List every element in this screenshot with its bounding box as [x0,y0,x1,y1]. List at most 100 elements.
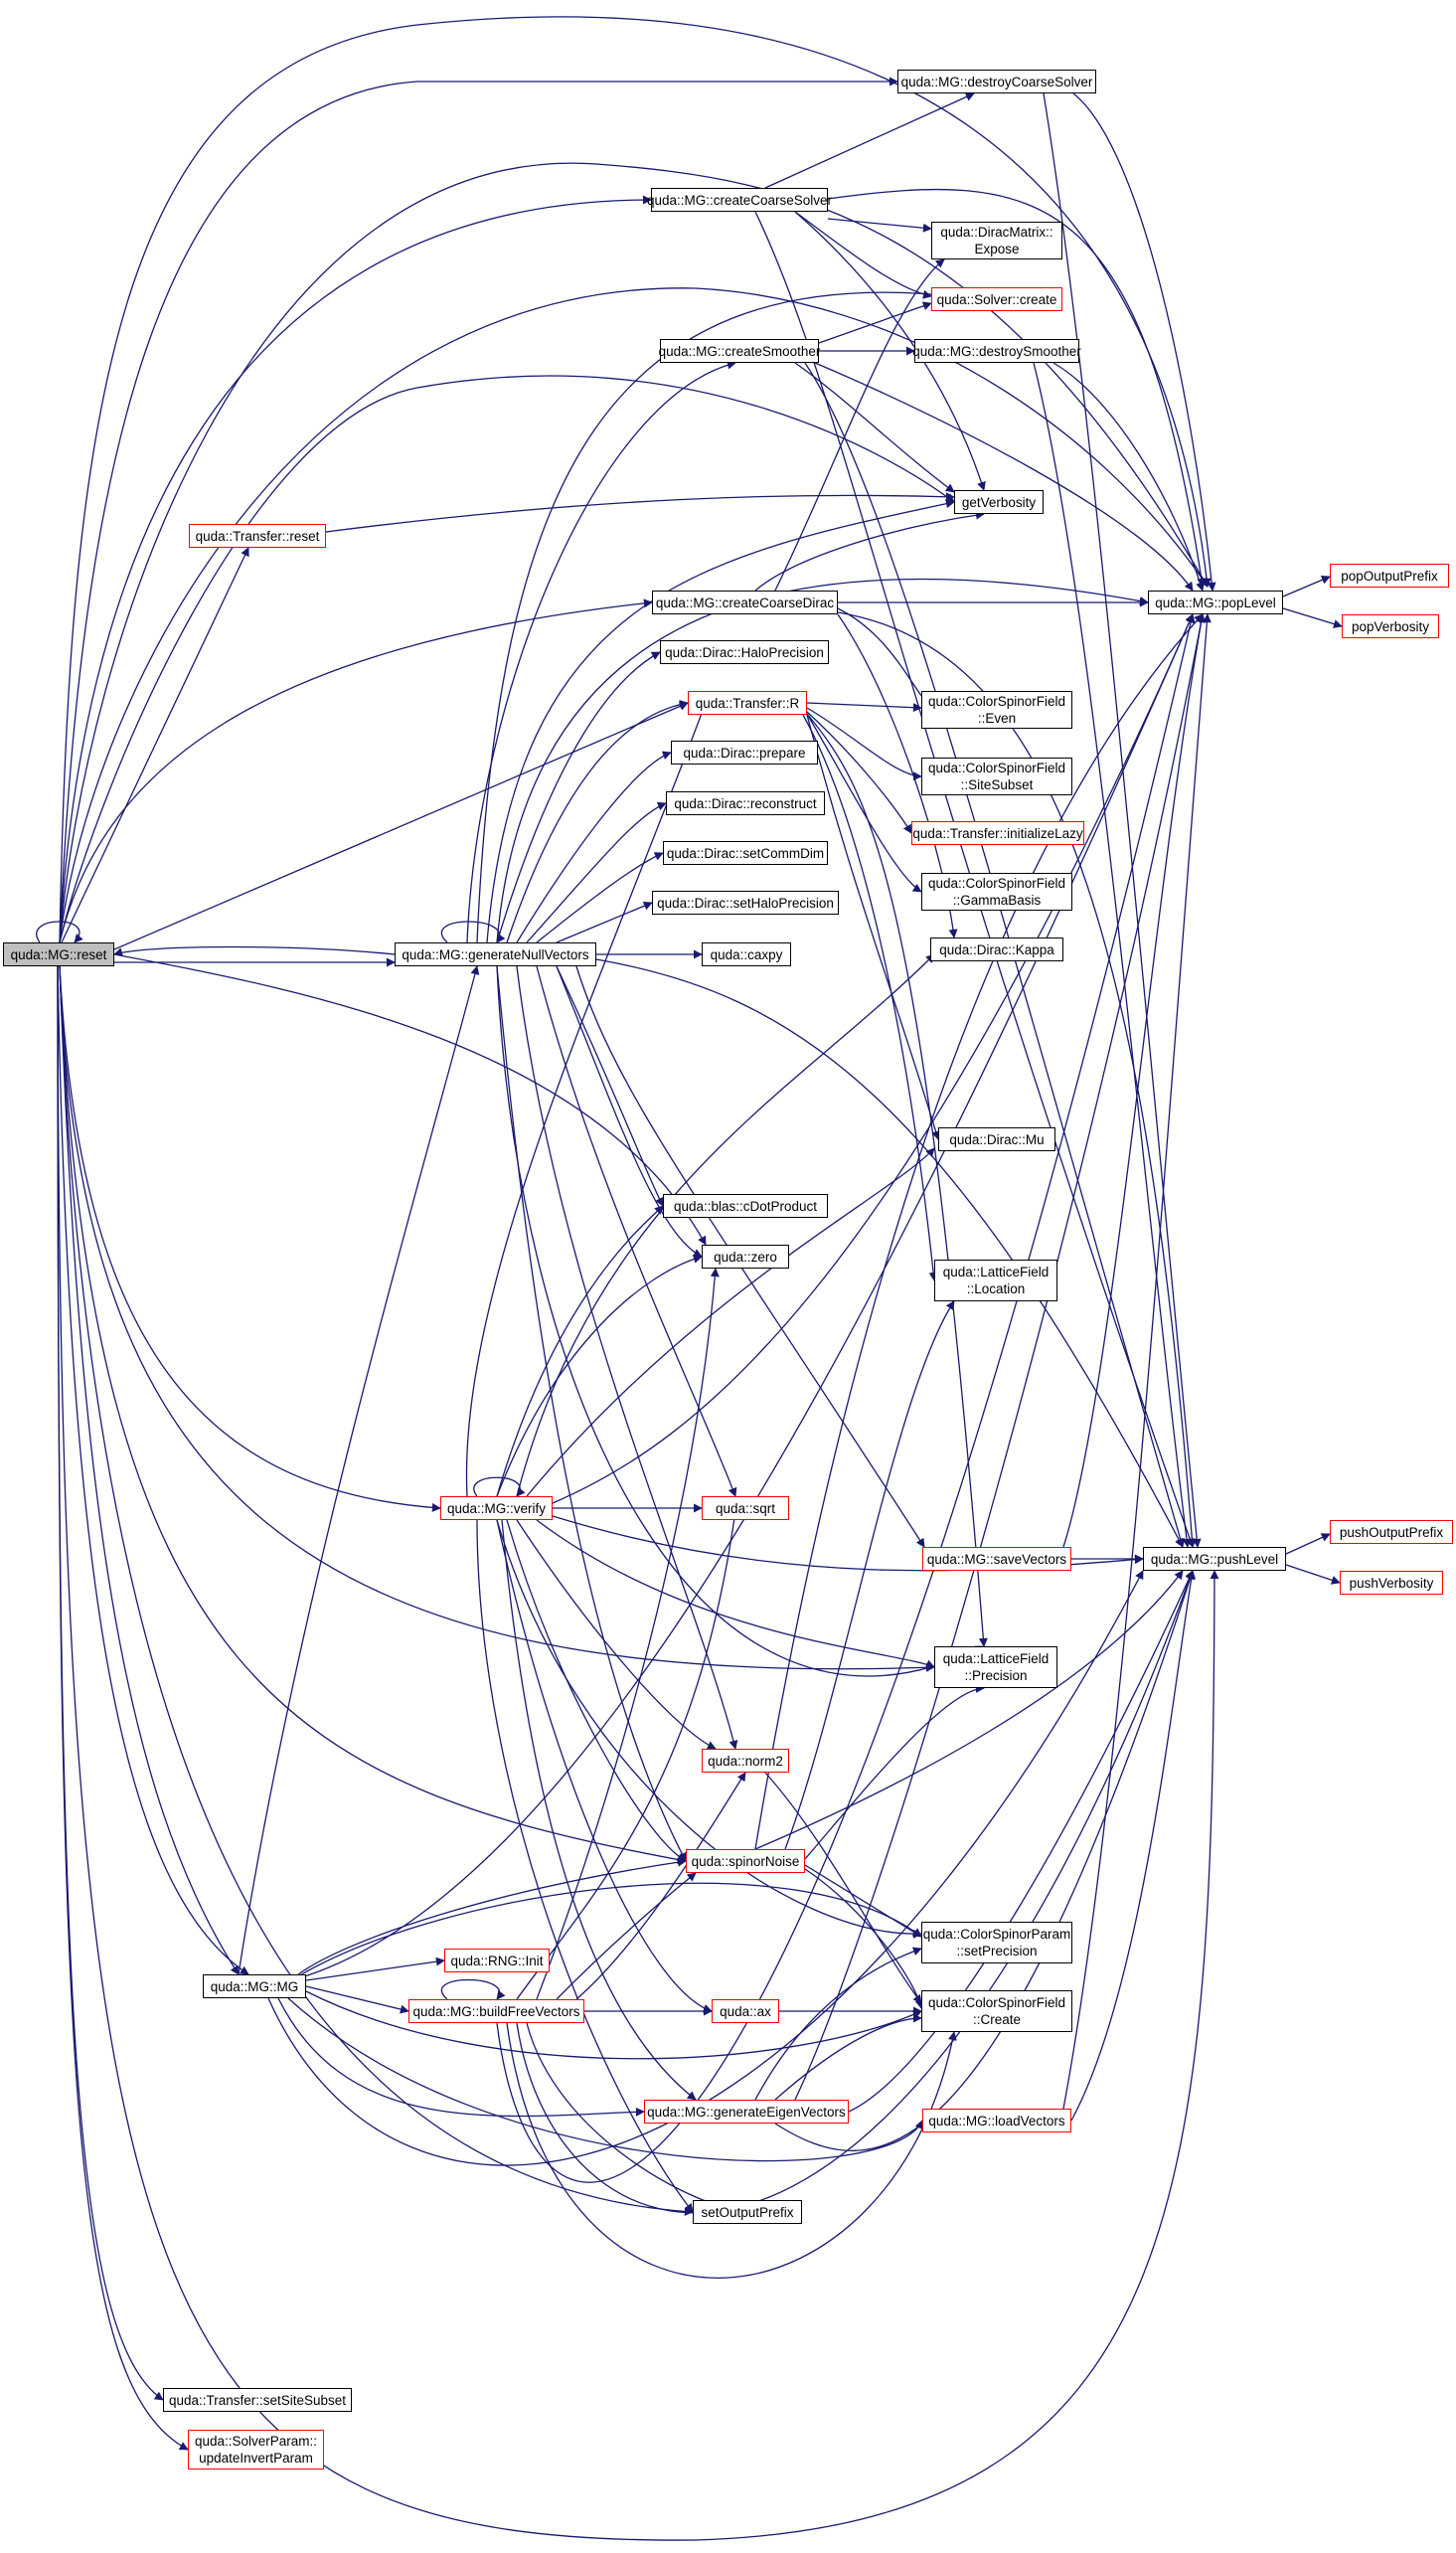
call-edge [465,702,708,1497]
node-label: quda::MG::destroySmoother [912,343,1081,359]
node-label: quda::blas::cDotProduct [673,1198,818,1214]
node-load-vectors[interactable]: quda::MG::loadVectors [922,2109,1071,2132]
node-lattice-precision[interactable]: quda::LatticeField ::Precision [934,1646,1057,1688]
node-label: quda::MG::createCoarseSolver [646,192,833,208]
call-edge [113,953,707,1246]
node-caxpy[interactable]: quda::caxpy [702,942,791,966]
node-generate-null-vectors[interactable]: quda::MG::generateNullVectors [395,942,596,966]
node-rng-init[interactable]: quda::RNG::Init [444,1949,550,1972]
call-edge [794,613,1206,2101]
node-dirac-prepare[interactable]: quda::Dirac::prepare [671,741,818,765]
call-edge [754,1947,922,2101]
call-edge [113,702,689,950]
node-initialize-lazy[interactable]: quda::Transfer::initializeLazy [911,821,1084,845]
node-label: quda::zero [714,1249,777,1265]
node-halo-precision[interactable]: quda::Dirac::HaloPrecision [660,640,829,664]
node-label: quda::Dirac::setHaloPrecision [657,895,834,911]
node-dirac-matrix-expose[interactable]: quda::DiracMatrix:: Expose [931,222,1062,259]
node-spinor-noise[interactable]: quda::spinorNoise [686,1849,805,1873]
node-set-halo-precision[interactable]: quda::Dirac::setHaloPrecision [652,891,839,915]
call-edge [806,714,940,1140]
call-edge [754,510,985,592]
call-edge [473,1476,526,1497]
node-set-comm-dim[interactable]: quda::Dirac::setCommDim [663,841,828,865]
node-label: quda::sqrt [715,1500,776,1516]
call-edge [516,751,672,943]
call-edge [496,651,661,943]
node-label: quda::MG::createCoarseDirac [655,595,835,610]
node-create-coarse-dirac[interactable]: quda::MG::createCoarseDirac [652,591,838,614]
call-edge [516,1519,717,1750]
call-edge [57,965,1219,2541]
call-edge [536,852,664,943]
node-save-vectors[interactable]: quda::MG::saveVectors [922,1547,1071,1571]
call-edge [486,499,955,943]
node-norm2[interactable]: quda::norm2 [702,1749,789,1773]
node-transfer-reset[interactable]: quda::Transfer::reset [189,524,326,548]
node-set-output-prefix[interactable]: setOutputPrefix [693,2200,802,2224]
node-solver-create[interactable]: quda::Solver::create [931,287,1062,311]
node-push-output-prefix[interactable]: pushOutputPrefix [1330,1520,1453,1544]
node-pop-verbosity[interactable]: popVerbosity [1342,614,1439,638]
node-create-coarse-solver[interactable]: quda::MG::createCoarseSolver [647,188,832,212]
node-get-verbosity[interactable]: getVerbosity [954,490,1044,514]
call-edge [814,362,1194,592]
call-edge [575,965,925,1548]
call-edge [238,965,480,1975]
node-label: pushVerbosity [1349,1575,1434,1591]
edges [36,16,1343,2541]
node-blas-cdotproduct[interactable]: quda::blas::cDotProduct [663,1194,828,1218]
node-sqrt[interactable]: quda::sqrt [702,1496,789,1520]
node-generate-eigen-vectors[interactable]: quda::MG::generateEigenVectors [644,2100,849,2124]
node-label: quda::ColorSpinorField ::GammaBasis [927,876,1066,908]
node-cs-param-set-precision[interactable]: quda::ColorSpinorParam ::setPrecision [921,1922,1072,1963]
call-edge [848,1570,1194,2113]
node-dirac-kappa[interactable]: quda::Dirac::Kappa [930,937,1063,961]
node-destroy-smoother[interactable]: quda::MG::destroySmoother [912,339,1081,363]
node-pop-level[interactable]: quda::MG::popLevel [1148,591,1283,614]
call-edge [466,360,736,943]
call-edge [496,965,985,1677]
node-lattice-location[interactable]: quda::LatticeField ::Location [934,1260,1057,1301]
node-zero[interactable]: quda::zero [702,1245,789,1269]
node-create-smoother[interactable]: quda::MG::createSmoother [659,339,820,363]
node-csf-create[interactable]: quda::ColorSpinorField ::Create [921,1990,1072,2032]
node-csf-site-subset[interactable]: quda::ColorSpinorField ::SiteSubset [921,758,1072,795]
node-destroy-coarse-solver[interactable]: quda::MG::destroyCoarseSolver [897,70,1096,93]
node-dirac-mu[interactable]: quda::Dirac::Mu [938,1127,1055,1151]
call-edge [496,1519,713,2013]
call-edge [297,1882,922,1977]
node-transfer-r[interactable]: quda::Transfer::R [688,691,807,715]
call-edge [806,711,912,834]
node-push-level[interactable]: quda::MG::pushLevel [1143,1547,1286,1571]
node-dirac-reconstruct[interactable]: quda::Dirac::reconstruct [666,791,825,815]
call-edge [59,375,955,943]
node-mg-mg[interactable]: quda::MG::MG [203,1974,306,1998]
node-ax[interactable]: quda::ax [712,1999,779,2023]
call-edge [556,901,653,943]
call-edge [1043,92,1202,1548]
node-label: quda::Dirac::HaloPrecision [665,644,824,660]
node-label: quda::MG::destroyCoarseSolver [900,74,1093,89]
call-edge [1285,1533,1331,1555]
node-pop-output-prefix[interactable]: popOutputPrefix [1330,564,1449,588]
call-edge [57,965,249,1975]
node-update-invert-param[interactable]: quda::SolverParam:: updateInvertParam [188,2430,324,2469]
node-label: quda::MG::generateNullVectors [402,946,589,962]
call-edge [305,1957,445,1981]
node-csf-even[interactable]: quda::ColorSpinorField ::Even [921,691,1072,729]
node-transfer-set-site-subset[interactable]: quda::Transfer::setSiteSubset [163,2388,352,2412]
call-edge [1052,362,1205,592]
node-csf-gamma-basis[interactable]: quda::ColorSpinorField ::GammaBasis [921,873,1072,911]
call-edge [516,965,738,1750]
call-edge [1285,1564,1341,1585]
call-edge [305,1990,922,2060]
node-push-verbosity[interactable]: pushVerbosity [1340,1571,1443,1595]
node-build-free-vectors[interactable]: quda::MG::buildFreeVectors [408,1999,584,2023]
node-label: quda::Dirac::reconstruct [674,795,817,811]
call-edge [325,492,955,533]
node-verify[interactable]: quda::MG::verify [440,1496,553,1520]
call-edge [496,1205,664,1497]
node-label: setOutputPrefix [701,2204,794,2220]
